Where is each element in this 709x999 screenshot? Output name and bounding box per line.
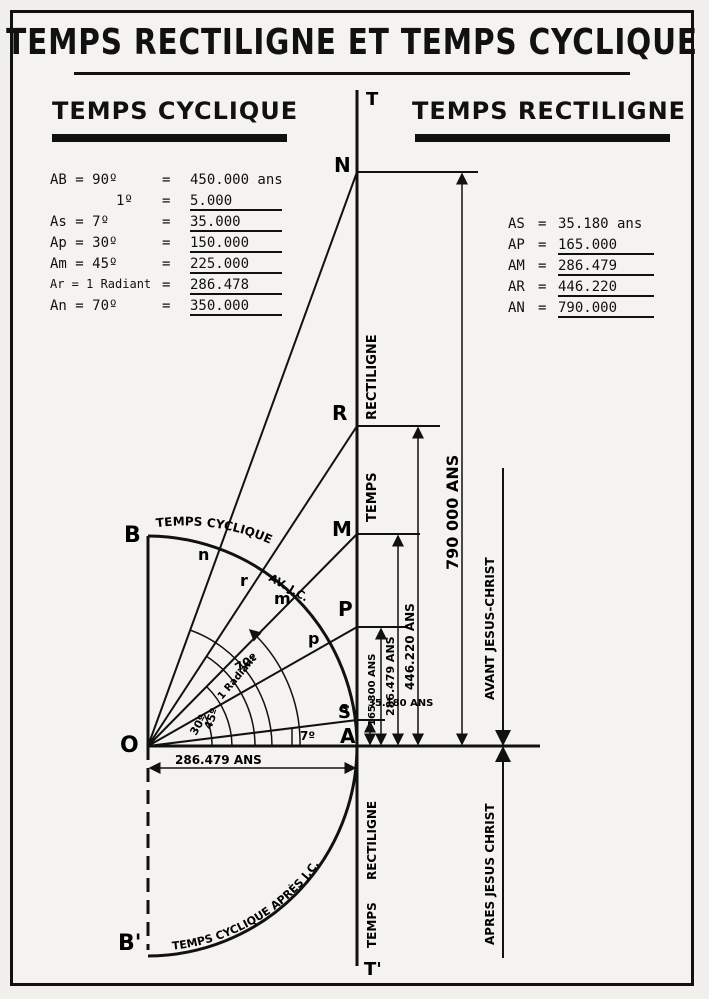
angle-arc-30	[203, 713, 213, 747]
angle-arc-big	[248, 628, 301, 747]
label-p-small: p	[308, 629, 319, 648]
dim-35-label: 35.180 ANS	[368, 698, 433, 709]
label-s: S	[338, 702, 351, 723]
label-t-prime: T'	[364, 959, 382, 980]
radius-label: 286.479 ANS	[175, 753, 262, 767]
axis-lower-label-2: TEMPS	[365, 902, 379, 948]
angle-arc-70	[189, 629, 273, 747]
left-section-bar	[52, 134, 287, 142]
right-section-bar	[415, 134, 670, 142]
label-n: N	[334, 153, 351, 177]
label-m-small: m	[274, 589, 291, 608]
label-r: R	[332, 401, 347, 425]
label-b: B	[124, 523, 141, 548]
label-m: M	[332, 517, 352, 541]
angle-arc-45	[206, 686, 233, 747]
label-p: P	[338, 597, 353, 621]
label-b-prime: B'	[118, 931, 142, 956]
label-a: A	[340, 724, 356, 748]
page-frame: TEMPS RECTILIGNE ET TEMPS CYCLIQUE	[6, 10, 697, 986]
dim-286-label: 286.479 ANS	[384, 636, 397, 716]
banner-title: TEMPS RECTILIGNE ET TEMPS CYCLIQUE	[6, 13, 697, 75]
angle-7-label: 7º	[300, 729, 315, 743]
era-after-label: APRES JESUS CHRIST	[483, 803, 497, 945]
arc-upper-label: TEMPS CYCLIQUE	[155, 514, 274, 546]
ray-or	[147, 425, 358, 747]
label-t: T	[366, 89, 379, 110]
ray-op	[147, 626, 358, 747]
label-n-small: n	[198, 545, 209, 564]
label-r-small: r	[240, 571, 248, 590]
axis-lower-label: RECTILIGNE	[365, 801, 379, 880]
angle-arc-rad	[205, 655, 256, 747]
era-before-label: AVANT JESUS-CHRIST	[483, 556, 497, 700]
right-section-title: TEMPS RECTILIGNE	[412, 97, 687, 125]
axis-upper-label-2: TEMPS	[365, 472, 380, 522]
ray-on	[147, 171, 358, 747]
ray-os	[147, 719, 358, 747]
arc-upper	[147, 534, 359, 747]
left-section-title: TEMPS CYCLIQUE	[52, 97, 299, 125]
label-o: O	[120, 733, 139, 758]
dim-446-label: 446.220 ANS	[403, 603, 417, 690]
dim-165-label: 165.300 ANS	[367, 654, 378, 726]
dim-790-label: 790 000 ANS	[443, 455, 462, 570]
arc-lower-label: TEMPS CYCLIQUE APRÈS J.C.	[171, 858, 321, 953]
arc-lower	[147, 745, 359, 958]
axis-upper-label: RECTILIGNE	[365, 334, 380, 420]
label-s-small: s	[340, 700, 348, 716]
